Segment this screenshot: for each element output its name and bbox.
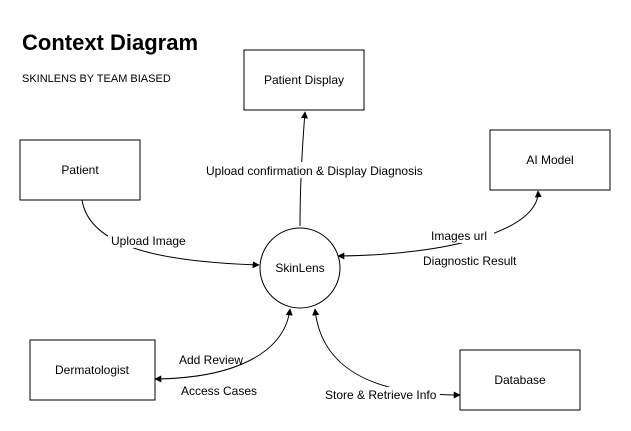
node-dermatologist-label: Dermatologist xyxy=(55,363,130,377)
node-ai-model: AI Model xyxy=(489,129,611,191)
diagram-subtitle: SKINLENS BY TEAM BIASED xyxy=(22,73,171,85)
label-bg-images-url xyxy=(428,227,494,243)
edge-label-access-cases: Access Cases xyxy=(181,384,257,398)
edge-label-upload-confirmation: Upload confirmation & Display Diagnosis xyxy=(206,164,423,178)
edge-center-dermatologist xyxy=(154,308,293,383)
label-bg-store-retrieve xyxy=(322,387,440,403)
edge-label-store-retrieve: Store & Retrieve Info xyxy=(325,388,437,402)
edge-label-add-review: Add Review xyxy=(179,353,243,367)
edge-label-upload-image: Upload Image xyxy=(111,234,186,248)
node-center-skinlens: SkinLens xyxy=(259,227,341,309)
node-ai-model-label: AI Model xyxy=(526,153,573,167)
node-patient-display: Patient Display xyxy=(243,49,365,111)
edge-ai-model-center xyxy=(337,190,542,260)
edge-center-database xyxy=(312,308,461,399)
node-patient-display-label: Patient Display xyxy=(264,73,344,87)
node-database: Database xyxy=(459,349,581,411)
node-center-label: SkinLens xyxy=(275,261,324,275)
node-dermatologist: Dermatologist xyxy=(29,339,156,401)
label-bg-upload-confirmation xyxy=(203,162,433,178)
edge-label-diagnostic-result: Diagnostic Result xyxy=(423,254,517,268)
node-patient-label: Patient xyxy=(61,163,99,177)
edge-patient-to-center xyxy=(81,199,260,269)
edge-label-images-url: Images url xyxy=(431,229,487,243)
label-bg-upload-image xyxy=(108,232,192,248)
node-patient: Patient xyxy=(19,139,141,201)
node-database-label: Database xyxy=(494,373,546,387)
diagram-title: Context Diagram xyxy=(22,30,198,55)
